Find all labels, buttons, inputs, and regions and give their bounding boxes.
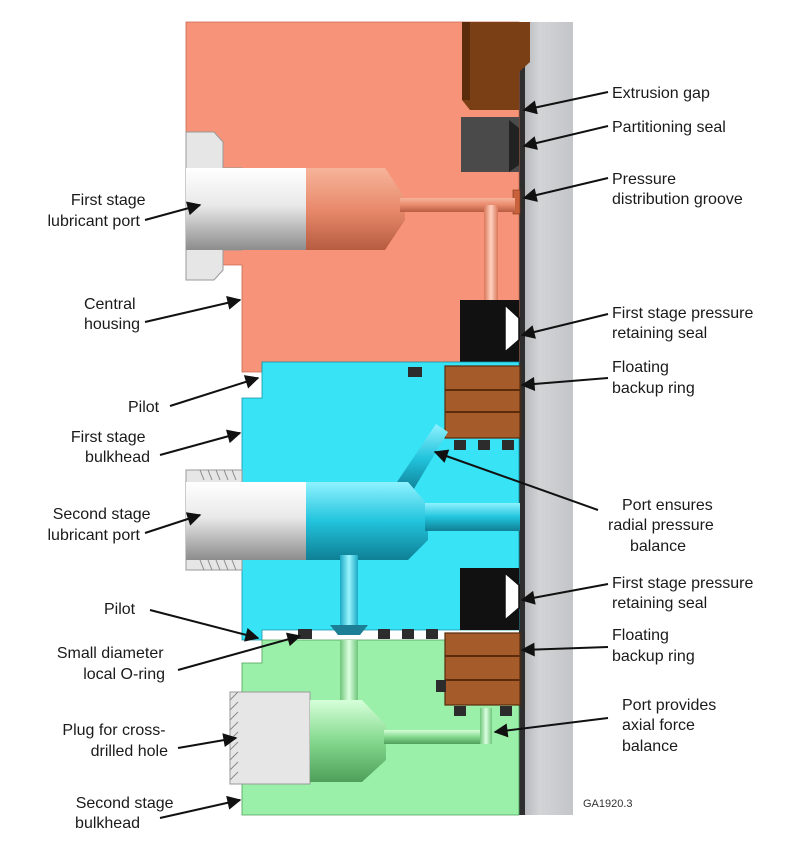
o-ring-small bbox=[298, 629, 312, 639]
o-ring-small bbox=[454, 706, 466, 716]
leader-partitioning-seal bbox=[522, 125, 609, 150]
leader-plug bbox=[177, 733, 238, 749]
leader-radial-port bbox=[433, 449, 599, 511]
first-stage-channel-v bbox=[484, 205, 498, 300]
leader-axial-port bbox=[493, 717, 609, 738]
label-pilot-1: Pilot bbox=[128, 399, 160, 416]
leader-backup-ring-1 bbox=[520, 377, 609, 391]
top-ring-shadow bbox=[462, 22, 470, 100]
label-backup-ring-2: Floating backup ring bbox=[612, 627, 695, 665]
leader-first-bulkhead bbox=[159, 429, 242, 456]
leader-first-stage-port bbox=[144, 201, 202, 221]
o-ring-small bbox=[408, 367, 422, 377]
axial-channel-v bbox=[480, 708, 492, 744]
o-ring-small bbox=[436, 680, 446, 692]
leader-retaining-seal-2 bbox=[520, 583, 609, 605]
label-pilot-2: Pilot bbox=[104, 601, 136, 618]
second-stage-channel-cone bbox=[330, 625, 368, 635]
label-partitioning-seal: Partitioning seal bbox=[612, 119, 726, 136]
label-small-o-ring: Small diameter local O-ring bbox=[57, 645, 168, 683]
bore-wall bbox=[525, 22, 573, 815]
leader-lines bbox=[144, 91, 609, 819]
o-ring-small bbox=[500, 706, 512, 716]
floating-backup-ring-2 bbox=[444, 632, 521, 706]
o-ring-small bbox=[402, 629, 414, 639]
floating-backup-ring-1 bbox=[444, 365, 521, 439]
leader-central-housing bbox=[144, 296, 242, 323]
label-backup-ring-1: Floating backup ring bbox=[612, 359, 695, 397]
second-stage-bore bbox=[306, 482, 428, 560]
label-extrusion-gap: Extrusion gap bbox=[612, 85, 710, 102]
label-plug: Plug for cross- drilled hole bbox=[62, 722, 170, 760]
leader-pilot-2 bbox=[149, 609, 260, 642]
label-first-stage-lubricant-port: First stage lubricant port bbox=[48, 192, 151, 230]
top-ring bbox=[462, 22, 530, 110]
leader-second-bulkhead bbox=[159, 795, 242, 819]
leader-backup-ring-2 bbox=[520, 642, 609, 657]
leader-pressure-groove bbox=[522, 177, 609, 202]
leader-second-stage-port bbox=[144, 512, 202, 534]
third-stage-bore bbox=[310, 700, 386, 782]
retaining-seal-1-lip bbox=[504, 303, 520, 354]
bore-wall-edge bbox=[519, 22, 525, 815]
label-first-stage-bulkhead: First stage bulkhead bbox=[71, 429, 150, 466]
leader-extrusion-gap bbox=[522, 91, 609, 115]
connector-channel-v bbox=[340, 640, 358, 700]
o-ring-small bbox=[426, 629, 438, 639]
axial-channel-h bbox=[384, 730, 484, 744]
o-ring-small bbox=[502, 440, 514, 450]
leader-small-o-ring bbox=[177, 632, 302, 671]
label-retaining-seal-2: First stage pressure retaining seal bbox=[612, 575, 758, 612]
label-retaining-seal-1: First stage pressure retaining seal bbox=[612, 305, 758, 342]
label-radial-port: Port ensures radial pressure balance bbox=[608, 497, 718, 555]
second-stage-channel-v bbox=[340, 555, 358, 625]
o-ring-small bbox=[378, 629, 390, 639]
first-stage-bore bbox=[306, 168, 405, 250]
second-stage-port-pipe bbox=[186, 482, 308, 560]
o-ring-small bbox=[454, 440, 466, 450]
label-axial-port: Port provides axial force balance bbox=[622, 697, 721, 755]
retaining-seal-2-lip bbox=[504, 571, 520, 622]
label-second-stage-bulkhead: Second stage bulkhead bbox=[75, 795, 178, 832]
label-second-stage-lubricant-port: Second stage lubricant port bbox=[48, 506, 156, 544]
figure-code: GA1920.3 bbox=[583, 798, 633, 810]
label-central-housing: Central housing bbox=[84, 296, 140, 333]
o-ring-small bbox=[478, 440, 490, 450]
radial-balance-port bbox=[395, 424, 448, 492]
leader-retaining-seal-1 bbox=[520, 313, 609, 339]
partitioning-seal-lip bbox=[509, 120, 519, 172]
first-stage-port-pipe bbox=[186, 168, 308, 250]
cross-drilled-hole-plug bbox=[229, 691, 311, 785]
leader-pilot-1 bbox=[169, 375, 260, 407]
second-stage-port-threads bbox=[199, 469, 237, 571]
label-pressure-groove: Pressure distribution groove bbox=[612, 171, 743, 208]
second-stage-channel-h bbox=[425, 503, 520, 531]
